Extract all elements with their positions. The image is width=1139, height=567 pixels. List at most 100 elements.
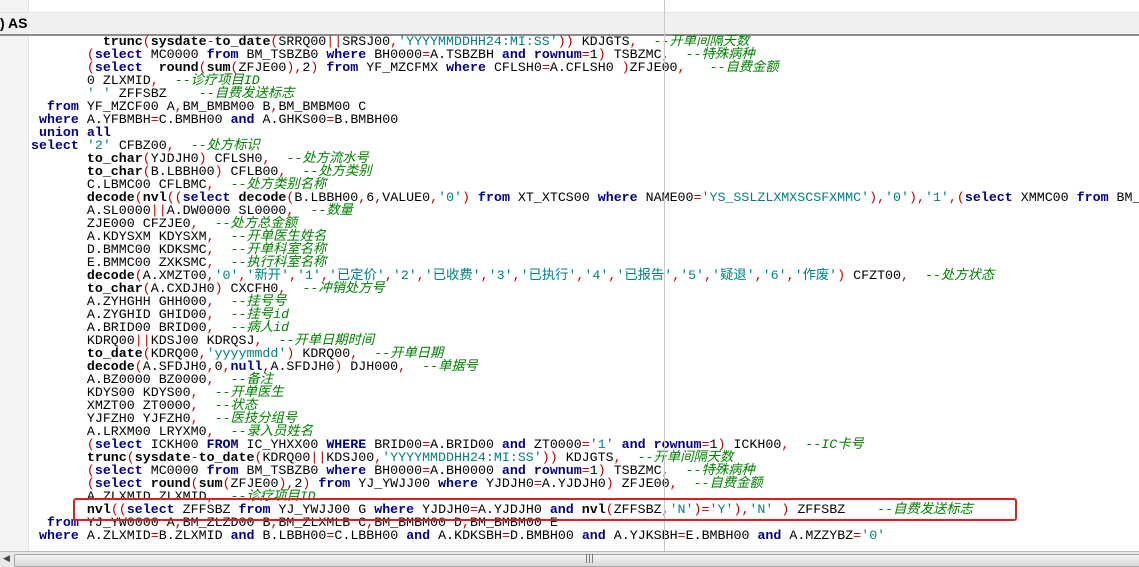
sql-operator: ( [134,268,143,283]
sql-operator: , [781,437,790,452]
sql-operator: , [480,268,489,283]
sql-identifier: YJDJH0 [557,476,606,491]
sql-operator: = [422,463,431,478]
sql-keyword: from [478,190,510,205]
sql-text [406,359,422,374]
sql-code-editor[interactable]: trunc(sysdate-to_date(SRRQ00||SRSJ00,'YY… [31,35,1139,550]
sql-text: . [302,190,311,205]
sql-operator: = [533,476,542,491]
sql-operator: , [786,268,795,283]
sql-operator: ) [733,502,742,517]
sql-operator: ) [286,60,295,75]
sql-identifier: A [86,372,95,387]
scroll-left-arrow-icon[interactable]: ◀ [3,554,10,564]
sql-operator: , [374,190,383,205]
sql-identifier: YJ_YWJJ00 [358,476,431,491]
sql-keyword: from [206,463,239,478]
sql-keyword: and [501,437,526,452]
sql-identifier: A [86,528,95,543]
sql-function: trunc [86,450,127,465]
sql-text [223,528,231,543]
sql-identifier: A [86,203,95,218]
sql-operator: , [238,268,247,283]
code-line: (select MC0000 from BM_TSBZB0 where BH00… [31,464,1139,477]
header-text: ) AS [0,15,28,31]
sql-operator: | [326,35,335,49]
editor-header-line: ) AS [0,12,1139,36]
sql-operator: ) [909,190,917,205]
code-line: decode(A.SFDJH0,0,null,A.SFDJH0) DJH000,… [31,360,1139,373]
sql-identifier: B [334,112,343,127]
code-line: (select round(sum(ZFJE00),2) from YF_MZC… [31,61,1139,74]
sql-text: . [278,359,287,374]
sql-keyword: from [1076,190,1109,205]
code-line: KDRQ00||KDSJ00 KDRQSJ, --开单日期时间 [31,334,1139,347]
sql-identifier: A [166,99,175,114]
sql-operator: ( [230,60,239,75]
sql-text: 1 [589,463,598,478]
sql-identifier: CFZJE0 [142,216,191,231]
sql-function: trunc [102,35,143,49]
sql-operator: ( [142,281,151,296]
sql-identifier: A [430,463,439,478]
sql-operator: = [150,528,159,543]
sql-function: to_char [86,281,143,296]
sql-comment: --自费发送标志 [198,86,295,101]
sql-function: to_char [86,151,143,166]
sql-identifier: BM_BMBM00 [278,99,351,114]
sql-operator: , [366,515,375,530]
sql-keyword: union [38,125,79,140]
sql-identifier: ICKH00 [150,437,199,452]
horizontal-scrollbar[interactable]: ◀ ||| [0,551,1139,567]
sql-identifier: YJKSBH [629,528,678,543]
sql-identifier: A [166,515,175,530]
sql-keyword: and [230,528,255,543]
sql-operator: ) [781,502,790,517]
sql-identifier: ZLXMID [102,73,151,88]
sql-identifier: CFLB00 [230,164,279,179]
sql-operator: ) [310,60,319,75]
sql-identifier: YJDJH0 [485,476,534,491]
code-line: where A.ZLXMID=B.ZLXMID and B.LBBH00=C.L… [31,529,1139,542]
sql-string: '3' [488,268,513,283]
sql-string: '6' [762,268,787,283]
sql-text: . [158,164,167,179]
sql-identifier: XMMC00 [1020,190,1069,205]
sql-identifier: A [86,112,95,127]
sql-identifier: B [262,528,271,543]
sql-operator: = [853,528,862,543]
code-line: A.KDYSXM KDYSXM, --开单医生姓名 [31,230,1139,243]
sql-operator: , [190,411,199,426]
sql-text: . [342,112,351,127]
sql-text [486,60,494,75]
sql-identifier: VALUE0 [382,190,431,205]
sql-operator: , [350,346,359,361]
scrollbar-thumb[interactable]: ||| [14,554,1139,567]
sql-identifier: TSBZMC [613,463,662,478]
sql-operator: , [190,385,199,400]
sql-text: . [270,112,279,127]
sql-operator: = [470,502,478,517]
sql-comment: --处方总金额 [214,216,298,231]
sql-identifier: ZFFSBZ [182,502,231,517]
sql-comment: --数量 [310,203,353,218]
sql-identifier: LRXM00 [102,424,151,439]
sql-text [590,190,598,205]
code-line: where A.YFBMBH=C.BMBH00 and A.GHKS00=B.B… [31,113,1139,126]
sql-string: '已执行' [520,268,577,283]
sql-string: '0' [885,190,909,205]
sql-string: '4' [584,268,609,283]
sql-keyword: FROM [206,437,239,452]
sql-operator: ) [557,35,566,49]
sql-comment: --IC卡号 [805,437,864,452]
sql-identifier: YF_MZCFMX [366,60,439,75]
sql-comment: --开单间隔天数 [637,450,734,465]
sql-operator: ( [126,450,135,465]
sql-identifier: A [613,528,622,543]
sql-comment: --处方标识 [190,138,260,153]
sql-text [286,281,302,296]
sql-comment: --开单日期 [374,346,444,361]
sql-text: 0 [214,359,223,374]
sql-identifier: A [549,60,558,75]
code-line: A.SL0000||A.DW0000 SL0000, --数量 [31,204,1139,217]
